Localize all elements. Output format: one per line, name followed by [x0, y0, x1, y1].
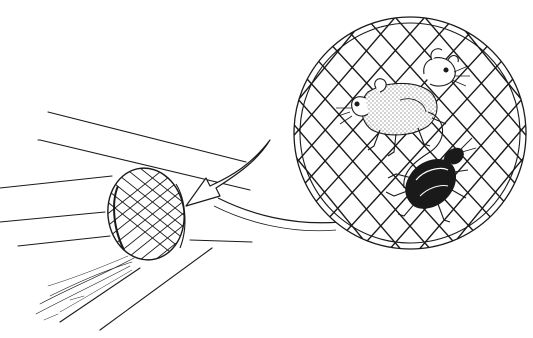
pipe-top-edge: [47, 111, 247, 163]
magnified-view: [293, 16, 527, 250]
beetle-illustration: [385, 137, 477, 223]
magnified-view-rim: [299, 22, 521, 244]
pipe-front-edge: [99, 247, 213, 331]
pipe-upper-edge: [39, 139, 251, 191]
callout-arrow: [185, 139, 341, 232]
pipe-rim: [113, 185, 125, 251]
pipe-mesh-screen: [101, 163, 191, 265]
pipe-lower-edge: [0, 175, 113, 189]
pipe-illustration: [0, 111, 253, 331]
pipe-floor-edge: [189, 239, 253, 243]
mouse-illustration: [336, 48, 470, 189]
pipe-shading-lines: [39, 257, 135, 305]
